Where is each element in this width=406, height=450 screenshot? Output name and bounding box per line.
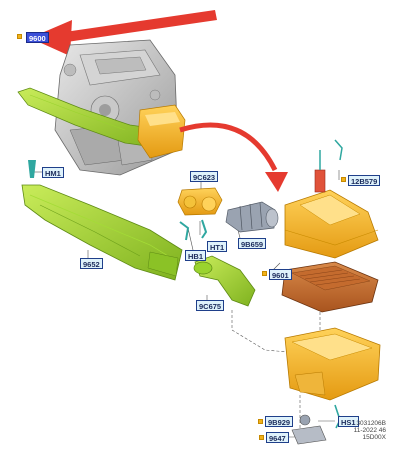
callout-marker	[17, 34, 22, 39]
callout-9c675: 9C675	[196, 300, 225, 311]
callout-marker	[341, 177, 346, 182]
callout-9601: 9601	[269, 269, 292, 280]
drawing-reference: 3031206B 11-2022 46 15D00X	[354, 420, 386, 441]
green-hose-part	[193, 255, 256, 307]
callout-12b579: 12B579	[348, 175, 381, 186]
callout-marker	[258, 419, 263, 424]
callout-ht1: HT1	[207, 241, 228, 252]
callout-9652: 9652	[80, 258, 103, 269]
callout-marker	[259, 435, 264, 440]
drawing-number: 3031206B	[356, 420, 386, 427]
engine-air-cleaner	[137, 104, 186, 159]
bellows-hose-part	[225, 201, 279, 233]
air-filter-element-part	[281, 261, 379, 313]
orange-sensor-part	[177, 187, 223, 216]
clip-hm1	[28, 160, 36, 178]
callout-hm1: HM1	[42, 167, 64, 178]
callout-9647: 9647	[266, 432, 289, 443]
red-arrow-top	[30, 10, 217, 56]
air-inlet-duct-part	[21, 184, 183, 281]
bottom-small-parts	[291, 404, 341, 445]
callout-9b659: 9B659	[238, 238, 267, 249]
callout-9c623: 9C623	[190, 171, 219, 182]
hose-clamps	[179, 219, 208, 241]
drawing-code: 15D00X	[362, 434, 387, 441]
red-curved-arrow	[179, 122, 288, 192]
callout-marker	[262, 271, 267, 276]
callout-9600: 9600	[26, 32, 49, 43]
drawing-date: 11-2022 46	[353, 427, 386, 434]
air-cleaner-lower-housing	[284, 327, 381, 401]
air-cleaner-cover-part	[284, 139, 379, 259]
callout-hs1: HS1	[338, 416, 359, 427]
callout-9b929: 9B929	[265, 416, 294, 427]
callout-hb1: HB1	[185, 250, 207, 261]
